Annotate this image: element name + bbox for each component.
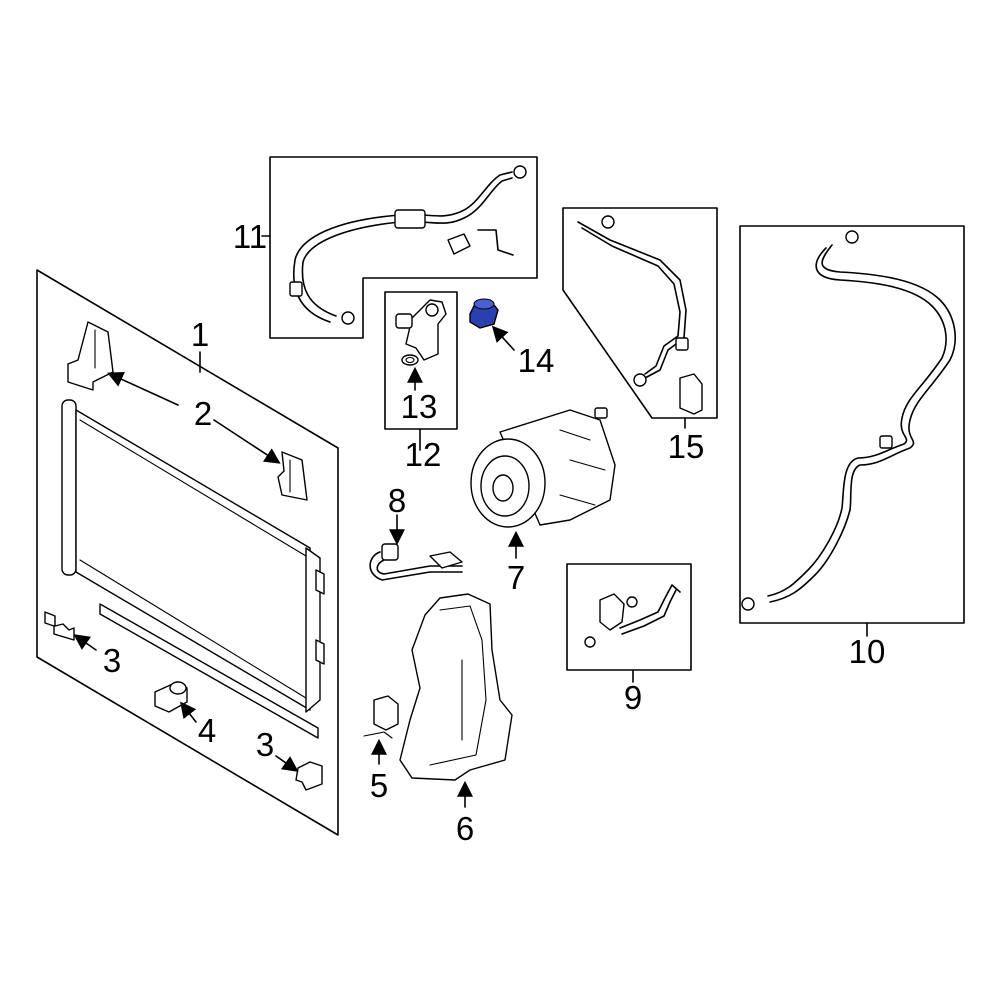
part-10-box [739,225,965,624]
condenser-frame [36,269,339,836]
upper-bracket-left[interactable] [67,321,114,391]
condenser[interactable] [61,399,325,739]
part-12-box [384,291,458,430]
discharge-hose[interactable] [289,165,527,325]
callout-9: 9 [624,679,642,716]
leader-14 [491,325,515,351]
callout-1: 1 [191,316,209,353]
callout-4: 4 [198,712,216,749]
callout-3-left: 3 [103,642,121,679]
upper-bracket-right[interactable] [277,451,308,501]
callout-11: 11 [233,218,267,255]
part-9-box [566,563,692,671]
mount-bushing[interactable] [154,681,188,713]
callout-2: 2 [194,395,212,432]
leaders-condenser-group [73,351,299,772]
lower-clip-left[interactable] [44,611,75,641]
liquid-line-fitting[interactable] [584,584,681,648]
o-ring[interactable] [401,354,419,366]
callout-3-right: 3 [256,726,274,763]
callout-8: 8 [388,482,406,519]
service-cap[interactable] [469,298,499,329]
part-11-box [261,156,538,339]
callout-13: 13 [401,388,438,425]
fitting-bracket[interactable] [395,299,447,361]
callout-15: 15 [668,428,705,465]
callout-14: 14 [518,342,555,379]
refrigerant-line[interactable] [741,230,956,611]
callout-12: 12 [405,436,442,473]
short-pipe[interactable] [369,543,463,581]
air-deflector[interactable] [399,593,513,781]
lower-clip-right[interactable] [295,761,323,791]
callout-10: 10 [849,633,886,670]
deflector-clip[interactable] [363,695,399,739]
suction-pipe[interactable] [577,215,703,415]
ac-compressor[interactable] [470,407,616,528]
callout-7: 7 [507,559,525,596]
callout-6: 6 [456,810,474,847]
callout-5: 5 [370,767,388,804]
